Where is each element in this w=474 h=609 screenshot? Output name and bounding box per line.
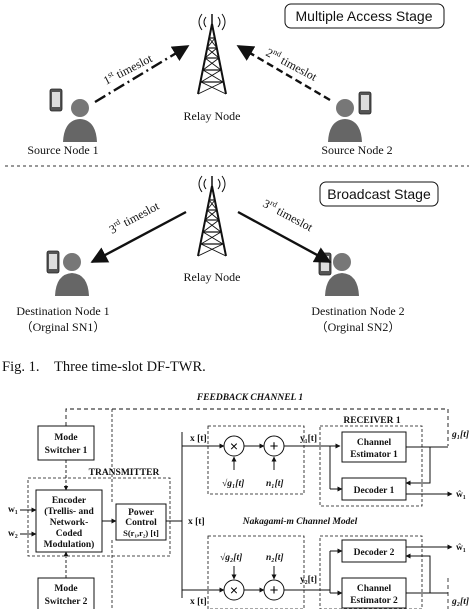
- channel-estimator-2-box: [341, 577, 407, 609]
- mode-switcher-1-l1: Mode: [54, 433, 77, 443]
- y1-label: y₁[t]: [300, 434, 317, 444]
- encoder-l3: Network-: [50, 518, 89, 528]
- source-node-1-icon: [49, 88, 97, 142]
- ce2-to-dec2: [405, 553, 431, 594]
- power-control-l2: Control: [125, 518, 157, 528]
- ce2-l2: Estimator 2: [350, 596, 398, 606]
- mode-switcher-2-l1: Mode: [54, 584, 77, 594]
- ce1-to-dec1: [405, 446, 431, 486]
- receiver-2-region: [319, 535, 423, 609]
- relay-node-label-top: Relay Node: [184, 109, 241, 123]
- transmitter-region: [27, 477, 171, 557]
- encoder-l4: Coded: [56, 529, 83, 539]
- bc-stage-label: Broadcast Stage: [327, 186, 431, 202]
- ce1-l1: Channel: [357, 438, 392, 448]
- n2-label: n₂[t]: [266, 553, 284, 563]
- channel-1-region: [207, 425, 305, 495]
- n1-label: n₁[t]: [266, 479, 284, 489]
- adder-1-sign: +: [270, 438, 279, 455]
- encoder-l2: (Trellis- and: [44, 506, 94, 517]
- broadcast-arrow-right: [237, 210, 332, 264]
- ce2-l1: Channel: [357, 584, 392, 594]
- channel-2-region: [207, 535, 305, 609]
- g1-out-label: g₁[t]: [451, 430, 469, 440]
- encoder-box: [35, 489, 103, 553]
- input-w1: w₁: [8, 505, 18, 515]
- relay-tower-icon-bottom: [197, 175, 227, 257]
- encoder-l1: Encoder: [52, 496, 87, 506]
- adder-2-sign: +: [270, 582, 279, 599]
- source-node-2-label: Source Node 2: [321, 143, 392, 157]
- w1hat-label: ŵ₁: [456, 490, 466, 500]
- mac-stage-label: Multiple Access Stage: [296, 8, 433, 24]
- transmitter-label: TRANSMITTER: [89, 468, 160, 478]
- encoder-l5: Modulation): [44, 539, 95, 550]
- xt-mid-label: x [t]: [188, 517, 205, 527]
- fig1-caption: Fig. 1. Three time-slot DF-TWR.: [2, 359, 206, 375]
- g2-out-label: g₂[t]: [451, 597, 469, 607]
- decoder-2-label: Decoder 2: [354, 548, 395, 558]
- broadcast-arrow-left: [90, 210, 187, 264]
- broadcast-stage-box: Broadcast Stage: [319, 181, 439, 207]
- mode-switcher-2-box: [37, 577, 95, 609]
- feedback-channel-label: FEEDBACK CHANNEL 1: [196, 393, 303, 403]
- mode-switcher-2-l2: Switcher 2: [45, 597, 88, 607]
- g1-tap-label: √g₁[t]: [222, 478, 244, 489]
- input-w2: w₂: [8, 529, 18, 539]
- destination-node-1-sub: （Orginal SN1）: [21, 320, 106, 334]
- multiplier-2-sign: ×: [230, 582, 238, 598]
- destination-node-1-label: Destination Node 1: [16, 304, 109, 318]
- mode-switcher-1-l2: Switcher 1: [45, 446, 88, 456]
- feedback-line: [65, 408, 449, 446]
- multiplier-1-sign: ×: [230, 438, 238, 454]
- relay-tower-icon: [197, 13, 227, 95]
- fig2-diagram: FEEDBACK CHANNEL 1 Mode Switcher 1 TRANS…: [8, 393, 469, 609]
- destination-node-2-label: Destination Node 2: [311, 304, 404, 318]
- xt-top-label: x [t]: [190, 434, 207, 444]
- timeslot-2-label: 2nd timeslot: [264, 44, 321, 84]
- receiver-1-label: RECEIVER 1: [343, 416, 401, 426]
- timeslot-2-arrow: [236, 44, 331, 102]
- g2-tap-label: √g₂[t]: [220, 552, 242, 563]
- power-control-l3: S(r₁,r₂) [t]: [123, 528, 159, 538]
- decoder-1-label: Decoder 1: [354, 486, 395, 496]
- power-control-l1: Power: [128, 508, 155, 518]
- source-node-2-icon: [328, 91, 372, 142]
- y2-label: y₂[t]: [300, 575, 317, 585]
- timeslot-3-label-left: 3rd timeslot: [106, 198, 162, 237]
- nakagami-label: Nakagami-m Channel Model: [242, 517, 358, 527]
- ce1-l2: Estimator 1: [350, 450, 398, 460]
- power-control-box: [115, 503, 167, 541]
- source-node-1-label: Source Node 1: [27, 143, 98, 157]
- receiver-1-region: [319, 425, 423, 507]
- destination-node-2-sub: （Orginal SN2）: [316, 320, 401, 334]
- xt-bot-label: x [t]: [190, 597, 207, 607]
- relay-node-label-bottom: Relay Node: [184, 270, 241, 284]
- w2hat-label: ŵ₁: [456, 543, 466, 553]
- timeslot-1-arrow: [94, 44, 190, 104]
- destination-node-1-icon: [46, 250, 89, 296]
- multiple-access-stage-box: Multiple Access Stage: [284, 3, 445, 29]
- fig1-diagram: Multiple Access Stage Broadcast Stage Re…: [2, 3, 469, 375]
